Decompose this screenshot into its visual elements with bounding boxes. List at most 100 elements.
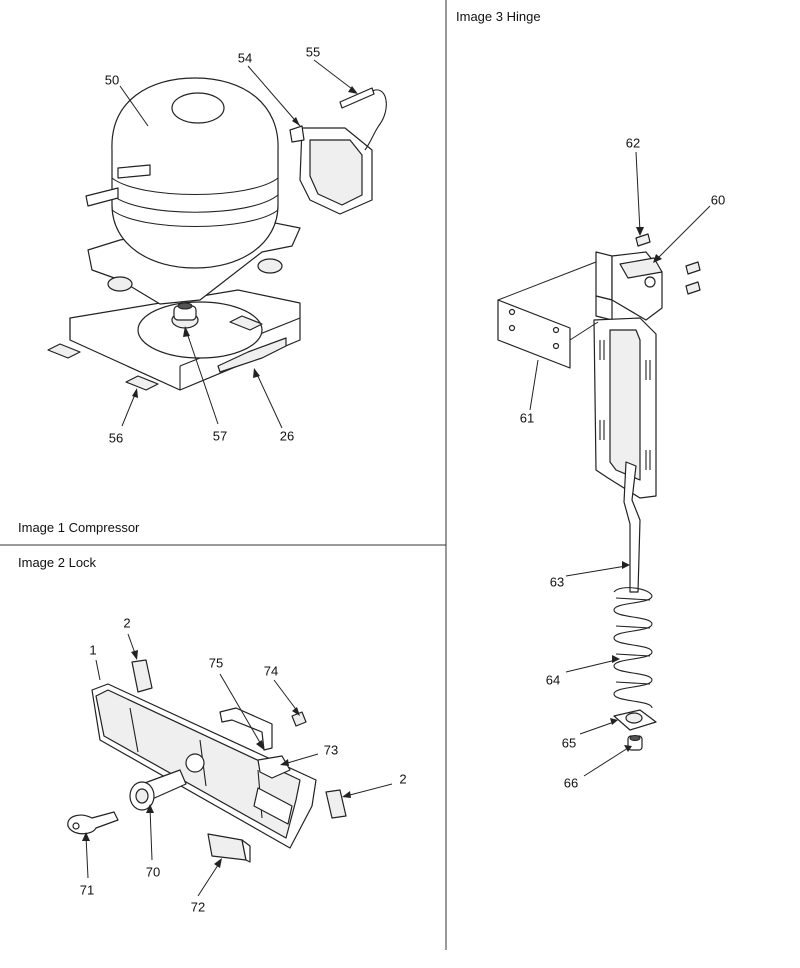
arrow-75 <box>256 740 264 750</box>
arrow-55 <box>348 86 358 94</box>
leader-56 <box>121 391 137 427</box>
caption-image-2: Image 2 Lock <box>18 555 97 570</box>
hinge-washer-hole <box>625 712 643 724</box>
clip-right <box>229 315 263 331</box>
leader-71 <box>85 835 89 879</box>
leader-64 <box>565 659 617 673</box>
lock-key <box>67 811 119 835</box>
arrow-2b <box>342 791 351 798</box>
leader-73 <box>283 753 319 765</box>
arrow-2a <box>131 650 138 660</box>
screw-62-b <box>685 261 701 275</box>
callout-72: 72 <box>190 899 206 915</box>
leader-57 <box>185 329 219 425</box>
shim-hole-1 <box>508 308 516 316</box>
callout-74: 74 <box>263 663 279 679</box>
arrow-74 <box>292 707 300 716</box>
clip-56 <box>125 375 159 391</box>
relay-clip <box>289 125 305 143</box>
lock-slot <box>253 787 293 825</box>
arrow-64 <box>612 655 620 663</box>
callout-54: 54 <box>237 50 253 66</box>
grommet-left <box>107 276 133 292</box>
lock-key-hole <box>72 822 80 830</box>
clip-left <box>47 343 81 359</box>
compressor-seams <box>111 177 279 228</box>
shim-hole-4 <box>552 342 560 350</box>
hinge-assembly <box>497 233 701 751</box>
callout-56: 56 <box>108 430 124 446</box>
callout-62: 62 <box>625 135 641 151</box>
base-disc <box>137 301 263 359</box>
callout-70: 70 <box>145 864 161 880</box>
grommet-right <box>257 258 283 274</box>
leader-74 <box>273 679 299 713</box>
lock-strike <box>207 833 247 861</box>
compressor-assembly <box>47 77 387 391</box>
hinge-bracket-tab <box>595 251 613 301</box>
leader-72 <box>197 861 221 897</box>
lock-spring-clip <box>257 755 291 779</box>
arrow-56 <box>132 388 138 398</box>
callout-60: 60 <box>710 192 726 208</box>
callout-75: 75 <box>208 655 224 671</box>
callout-63: 63 <box>549 574 565 590</box>
arrow-57 <box>183 326 190 337</box>
hinge-bracket-neck <box>595 295 613 321</box>
badge-right <box>325 789 347 819</box>
callout-55: 55 <box>305 44 321 60</box>
shim-hole-2 <box>552 326 560 334</box>
screw-62-c <box>685 281 701 295</box>
hinge-shim-61 <box>497 299 571 369</box>
leader-2b <box>345 783 393 797</box>
arrow-62 <box>636 227 644 236</box>
compressor-top-cap <box>171 92 225 124</box>
arrow-73 <box>280 759 289 766</box>
hinge-spring-64 <box>613 587 653 709</box>
leader-54 <box>247 65 301 127</box>
badge-top <box>131 659 153 693</box>
leader-55 <box>313 59 357 93</box>
leader-70 <box>149 807 153 861</box>
arrow-72 <box>214 858 222 868</box>
leader-66 <box>583 747 629 777</box>
hinge-pin-63 <box>623 461 641 593</box>
caption-image-3: Image 3 Hinge <box>456 9 541 24</box>
leader-1 <box>95 659 101 681</box>
leader-62 <box>635 151 641 233</box>
wire-55 <box>341 89 387 151</box>
leader-50 <box>119 85 149 127</box>
callout-2-right: 2 <box>399 771 407 787</box>
shim-hole-3 <box>508 324 516 332</box>
leader-75 <box>219 673 263 747</box>
callout-71: 71 <box>79 882 95 898</box>
arrow-60 <box>653 254 662 263</box>
suction-tube <box>117 164 151 179</box>
callout-2-top: 2 <box>123 615 131 631</box>
arrow-26 <box>253 368 260 378</box>
callout-1: 1 <box>89 642 97 658</box>
arrow-71 <box>82 832 90 841</box>
callout-61: 61 <box>519 410 535 426</box>
relay-54-face <box>309 139 363 206</box>
arrow-66 <box>624 745 632 752</box>
arrow-65 <box>610 718 618 725</box>
caption-image-1: Image 1 Compressor <box>18 520 140 535</box>
callout-66: 66 <box>563 775 579 791</box>
lock-hole <box>185 753 205 773</box>
discharge-tube <box>85 187 119 207</box>
leader-65 <box>579 721 615 735</box>
hinge-bushing-top <box>629 735 641 741</box>
screw-62-a <box>635 233 651 247</box>
base-tab <box>217 337 287 373</box>
callout-50: 50 <box>104 72 120 88</box>
hinge-plate-slots <box>599 340 651 470</box>
lock-cylinder-keyway <box>135 788 149 804</box>
leader-60 <box>655 205 711 261</box>
leader-61 <box>529 359 539 411</box>
leader-63 <box>565 565 627 577</box>
hinge-bracket-hole <box>644 276 656 288</box>
grommet-57-hole <box>177 302 193 310</box>
hinge-plate-channel <box>609 329 641 481</box>
